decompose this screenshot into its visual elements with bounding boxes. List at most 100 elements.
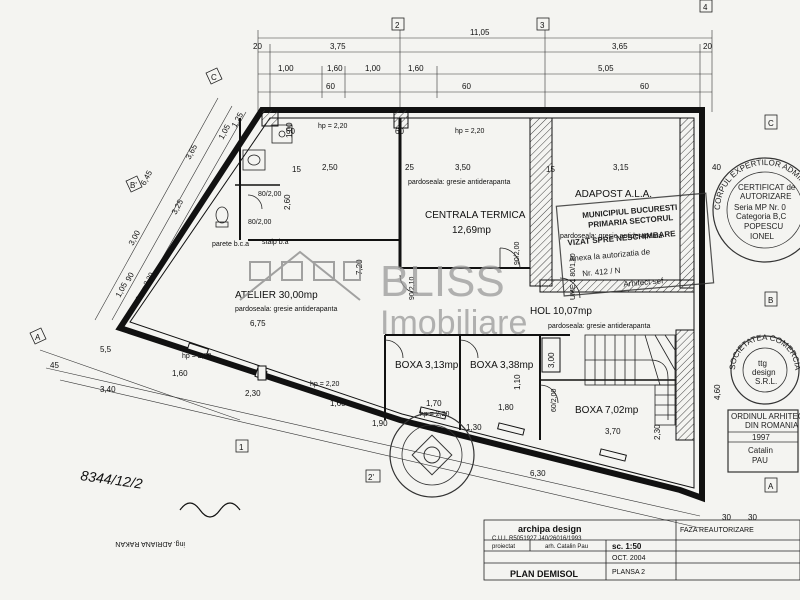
dim-second-4: 1,60 — [408, 64, 424, 73]
room-centrala-floor: pardoseala: gresie antiderapanta — [408, 179, 510, 186]
room-hol-floor: pardoseala: gresie antiderapanta — [548, 323, 650, 330]
door-label-6: 60/2,00 — [551, 389, 558, 412]
stamp-arhitecti-l3: 1997 — [752, 433, 770, 442]
bathroom-fixtures — [215, 124, 293, 228]
room-atelier-name: ATELIER 30,00mp — [235, 290, 318, 301]
top-dimension-lines — [257, 30, 713, 112]
axis-b-left: B' — [130, 181, 137, 190]
title-phase: FAZA REAUTORIZARE — [680, 527, 754, 534]
dim-third-1: 60 — [326, 82, 335, 91]
dim-left-5: 90 — [124, 270, 136, 283]
room-atelier-extra: 6,75 — [250, 319, 266, 328]
dim-left-7: 1,25 — [230, 110, 246, 128]
stamp-societatea-l1: ttg — [758, 359, 767, 368]
dim-interior-1: 2,50 — [322, 163, 338, 172]
dim-top-1: 20 — [253, 42, 262, 51]
hp-label-1: hp = 2,20 — [318, 123, 347, 130]
dim-bottom-5: 1,30 — [466, 423, 482, 432]
stamp-certificat-l1: CERTIFICAT de — [738, 183, 796, 192]
dim-bottom-12: 30 — [748, 513, 757, 522]
handwritten-number: 8344/12/2 — [80, 467, 144, 492]
dim-misc-7: 60 — [395, 127, 404, 136]
bottom-dimension-lines — [45, 367, 701, 529]
stamp-certificat-l5: POPESCU — [744, 222, 783, 231]
axis-a-left: A — [35, 333, 41, 342]
dim-top-2: 3,75 — [330, 42, 346, 51]
stamp-certificat-l6: IONEL — [750, 232, 775, 241]
door-label-4: UME 1 80/1,80 — [570, 253, 577, 300]
room-hol-name: HOL 10,07mp — [530, 306, 592, 317]
watermark-logo: BLISS Imobiliare — [239, 250, 527, 342]
stamp-arhitecti: ORDINUL ARHITECTILOR DIN ROMANIA 1997 Ca… — [727, 409, 800, 473]
stamp-arhitecti-l1: ORDINUL ARHITECTILOR — [731, 412, 800, 421]
dim-vert-4: 4,60 — [713, 384, 722, 400]
dim-misc-1: 15 — [292, 165, 301, 174]
door-label-7: 3,00 — [547, 352, 556, 368]
dim-misc-2: 15 — [546, 165, 555, 174]
dim-misc-3: 25 — [405, 163, 414, 172]
dim-vert-6: 30 — [722, 513, 731, 522]
dim-left-1: 6,45 — [139, 168, 155, 186]
dim-top-4: 20 — [703, 42, 712, 51]
axis-4: 4 — [703, 3, 708, 12]
title-proiectat-name: arh. Catalin Pau — [545, 544, 588, 550]
building-walls — [115, 107, 705, 503]
stamp-arhitecti-l4: Catalin — [748, 446, 773, 455]
dim-interior-3: 3,15 — [613, 163, 629, 172]
dim-misc-6: 1,00 — [285, 122, 294, 138]
stamp-primaria-l6: Arhitect sef — [623, 276, 664, 289]
dim-left-9: 5,5 — [100, 345, 112, 354]
hp-label-2: hp = 2,20 — [455, 128, 484, 135]
stamp-primaria-l5: Nr. 412 / N — [582, 266, 621, 278]
dim-misc-4: 40 — [712, 163, 721, 172]
stamp-certificat-l4: Categoria B,C — [736, 212, 786, 221]
dim-vert-1: 2,60 — [283, 194, 292, 210]
axis-a-right: A — [768, 482, 774, 491]
title-firm: archipa design — [518, 524, 582, 534]
dim-second-2: 1,60 — [327, 64, 343, 73]
dim-left-4: 1,05 — [114, 280, 130, 298]
dim-bottom-7: 3,70 — [605, 427, 621, 436]
dim-third-3: 60 — [640, 82, 649, 91]
axis-2: 2 — [395, 21, 400, 30]
hp-label-4: hp = 2,20 — [310, 381, 339, 388]
stamp-arhitecti-l5: PAU — [752, 456, 768, 465]
handwritten-signature-icon — [179, 502, 241, 518]
title-block — [483, 519, 800, 581]
stamp-arhitecti-l2: DIN ROMANIA — [745, 421, 799, 430]
note-parete: parete b.c.a — [212, 241, 249, 248]
dim-bottom-3: 1,60 — [330, 399, 346, 408]
axis-c-left: C — [211, 73, 217, 82]
room-boxa2-name: BOXA 3,38mp — [470, 360, 534, 371]
room-centrala-area: 12,69mp — [452, 225, 491, 236]
axis-markers: 2 3 4 C B A C B' A 1 2' — [29, 0, 778, 493]
dim-bottom-11: 1,60 — [172, 369, 188, 378]
dim-vert-5: 2,30 — [653, 424, 662, 440]
room-boxa3-name: BOXA 7,02mp — [575, 405, 639, 416]
interior-partitions — [235, 118, 676, 440]
title-sheet: PLANSA 2 — [612, 569, 645, 576]
title-date: OCT. 2004 — [612, 555, 646, 562]
dim-total-width: 11,05 — [470, 28, 490, 37]
room-adapost-floor: pardoseala: gresie antiderapanta — [560, 233, 662, 240]
stamp-primaria-l4: Anexa la autorizatia de — [569, 247, 651, 263]
dim-top-3: 3,65 — [612, 42, 628, 51]
door-label-2: 80/2,00 — [248, 219, 271, 226]
dim-second-3: 1,00 — [365, 64, 381, 73]
dim-second-1: 1,00 — [278, 64, 294, 73]
dim-vert-3: 1,10 — [513, 374, 522, 390]
axis-c-right: C — [768, 119, 774, 128]
door-label-1: 90/2,00 — [514, 242, 521, 265]
door-label-3: 90/2,10 — [409, 277, 416, 300]
dim-bottom-10: 45 — [50, 361, 59, 370]
watermark-sub: Imobiliare — [380, 304, 527, 342]
axis-3: 3 — [540, 21, 545, 30]
handwritten-engineer: ing. ADRIANA RAKAN — [115, 540, 185, 547]
stamp-societatea-l2: design — [752, 368, 776, 377]
stamp-certificat-l3: Seria MP Nr. 0 — [734, 203, 786, 212]
room-boxa1-name: BOXA 3,13mp — [395, 360, 459, 371]
note-stalp: stalp b.a — [262, 239, 289, 246]
room-adapost-name: ADAPOST A.L.A. — [575, 189, 652, 200]
